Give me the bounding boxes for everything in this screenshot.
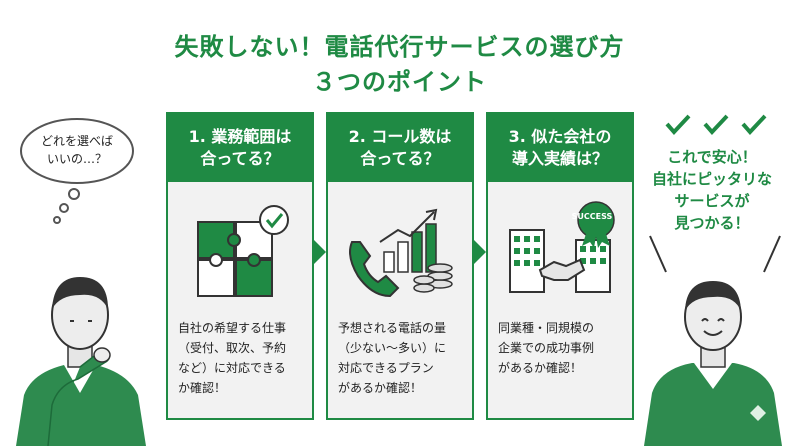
card-3-title-line-2: 導入実績は？ [511,149,608,168]
card-1-desc-line-1: 自社の希望する仕事 [178,321,287,335]
card-2-desc-line-1: 予想される電話の量 [338,321,447,335]
card-2-desc-line-2: （少ない〜多い）に [338,341,447,355]
page-title: 失敗しない！電話代行サービスの選び方 [174,33,625,61]
card-1-title-line-2: 合ってる？ [200,149,280,168]
thought-bubble-text: どれを選べば いいの…？ [24,132,130,168]
point-card-2: 2. コール数は 合ってる？ 予想される電話の量 （少ない〜多い）に 対応できる… [326,112,474,420]
page-subtitle: ３つのポイント [312,68,487,96]
card-2-desc-line-3: 対応できるプラン [338,361,434,375]
result-message: これで安心！ 自社にピッタリな サービスが 見つかる！ [632,146,792,234]
check-icon [665,114,691,135]
card-3-description: 同業種・同規模の 企業での成功事例 があるか確認！ [498,318,626,378]
card-2-title-line-1: 2. コール数は [348,127,452,146]
card-1-desc-line-4: か確認！ [178,381,227,395]
result-line-2: 自社にピッタリな [651,170,772,188]
thought-line-1: どれを選べば [40,134,113,148]
card-3-desc-line-2: 企業での成功事例 [498,341,595,355]
thought-bubble-tail [53,188,80,224]
buildings-handshake-icon [509,201,615,293]
check-icon [703,114,729,135]
card-3-desc-line-1: 同業種・同規模の [498,321,595,335]
point-card-1: 1. 業務範囲は 合ってる？ 自社の希望する仕事 （受付、取次、予約 など）に対… [166,112,314,420]
card-2-header: 2. コール数は 合ってる？ [328,114,472,182]
result-line-1: これで安心！ [667,148,757,166]
card-2-description: 予想される電話の量 （少ない〜多い）に 対応できるプラン があるか確認！ [338,318,466,398]
result-line-3: サービスが [674,192,750,210]
card-1-description: 自社の希望する仕事 （受付、取次、予約 など）に対応できる か確認！ [178,318,306,398]
thought-bubble [20,118,134,184]
puzzle-check-icon [197,205,289,297]
card-1-title-line-1: 1. 業務範囲は [188,127,292,146]
arrow-right-icon [472,238,486,266]
card-1-header: 1. 業務範囲は 合ってる？ [168,114,312,182]
success-badge: SUCCESS [571,212,613,221]
card-2-title-line-2: 合ってる？ [360,149,440,168]
card-2-desc-line-4: があるか確認！ [338,381,423,395]
check-icon [741,114,767,135]
result-line-4: 見つかる！ [674,214,750,232]
thought-line-2: いいの…？ [46,152,107,166]
card-3-title-line-1: 3. 似た会社の [508,127,612,146]
thinking-person-illustration [16,277,146,446]
check-icons-row [665,114,767,135]
happy-person-illustration [644,281,782,446]
card-3-desc-line-3: があるか確認！ [498,361,583,375]
card-1-desc-line-2: （受付、取次、予約 [178,341,287,355]
card-1-desc-line-3: など）に対応できる [178,361,286,375]
sparkle-lines-icon [649,235,781,273]
phone-growth-chart-icon [349,208,453,298]
arrow-right-icon [312,238,326,266]
card-3-header: 3. 似た会社の 導入実績は？ [488,114,632,182]
point-card-3: 3. 似た会社の 導入実績は？ SUCCESS 同業種・同規模の 企業での成功事… [486,112,634,420]
